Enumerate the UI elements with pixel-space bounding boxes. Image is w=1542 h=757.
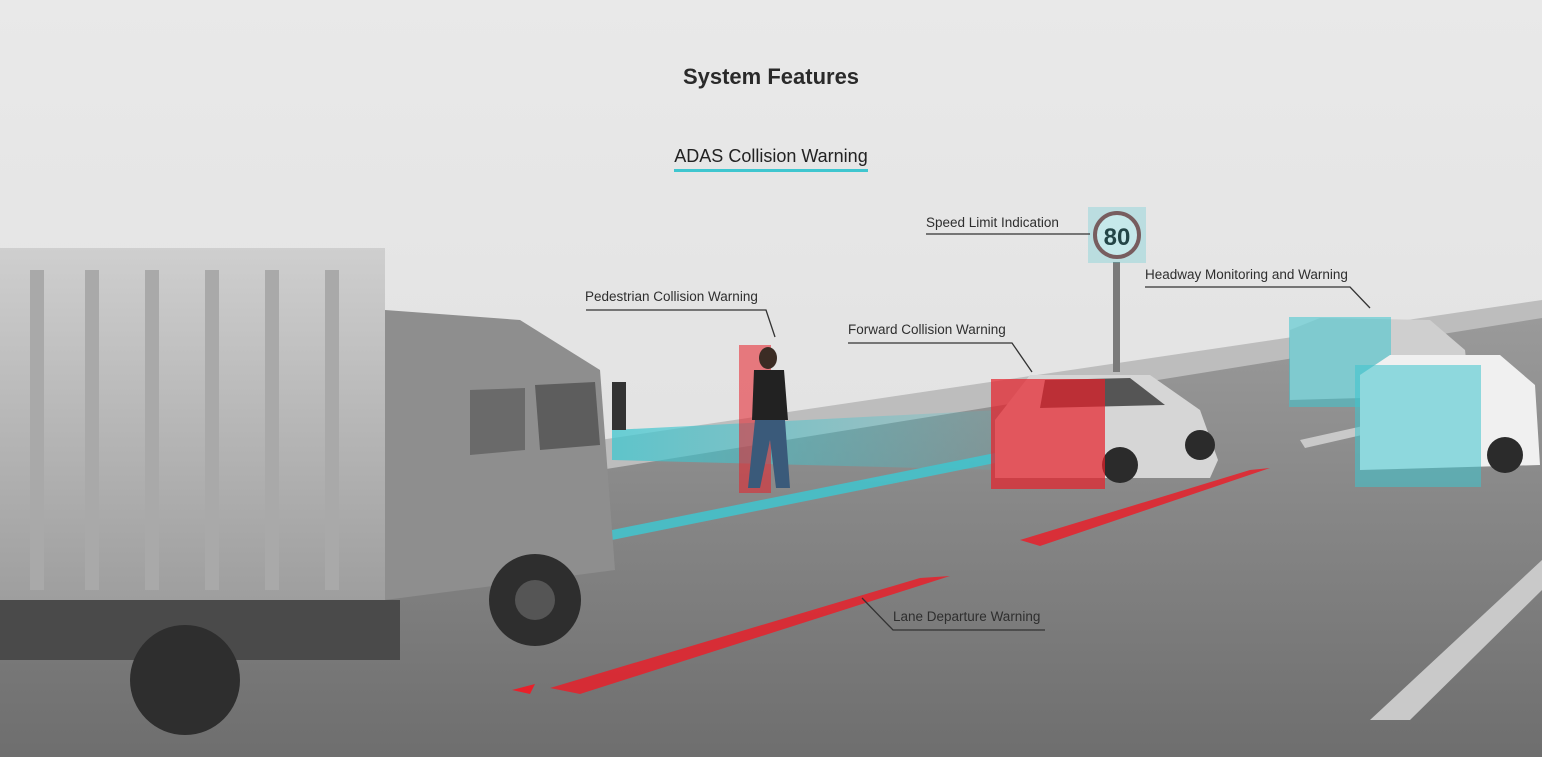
truck-mirror — [612, 382, 626, 430]
page-title: System Features — [682, 64, 860, 89]
lane-departure-arrow — [512, 684, 535, 694]
lane-departure-strip-far — [1020, 468, 1270, 546]
truck-container — [0, 248, 385, 608]
truck-cab — [385, 310, 615, 600]
truck-side-window — [470, 388, 525, 455]
pedestrian-legs — [748, 420, 790, 488]
label-headway: Headway Monitoring and Warning — [1145, 267, 1348, 282]
callout-lines — [586, 233, 1371, 631]
lane-marking — [1370, 560, 1542, 720]
speed-limit-value: 80 — [1104, 224, 1131, 251]
pedestrian-head — [759, 347, 777, 369]
sign-pole — [1113, 262, 1120, 372]
headway-box-near — [1355, 365, 1481, 487]
speed-limit-sign-icon — [1093, 211, 1141, 259]
lane-guide-cyan — [612, 452, 1000, 540]
lane-departure-strip-near — [550, 576, 950, 694]
label-speed-limit: Speed Limit Indication — [926, 215, 1059, 230]
page-subtitle: ADAS Collision Warning — [0, 146, 1542, 172]
sensor-beam — [612, 410, 1000, 470]
truck-windshield — [535, 382, 600, 450]
container-ribs — [30, 270, 339, 590]
label-lane-departure: Lane Departure Warning — [893, 609, 1041, 624]
label-pedestrian: Pedestrian Collision Warning — [585, 289, 758, 304]
subtitle-text: ADAS Collision Warning — [674, 146, 868, 172]
pedestrian-body — [752, 370, 788, 420]
forward-collision-box — [991, 379, 1105, 489]
sign-detection-box — [1088, 207, 1146, 263]
label-forward-collision: Forward Collision Warning — [848, 322, 1006, 337]
truck-rear-wheel — [130, 625, 240, 735]
